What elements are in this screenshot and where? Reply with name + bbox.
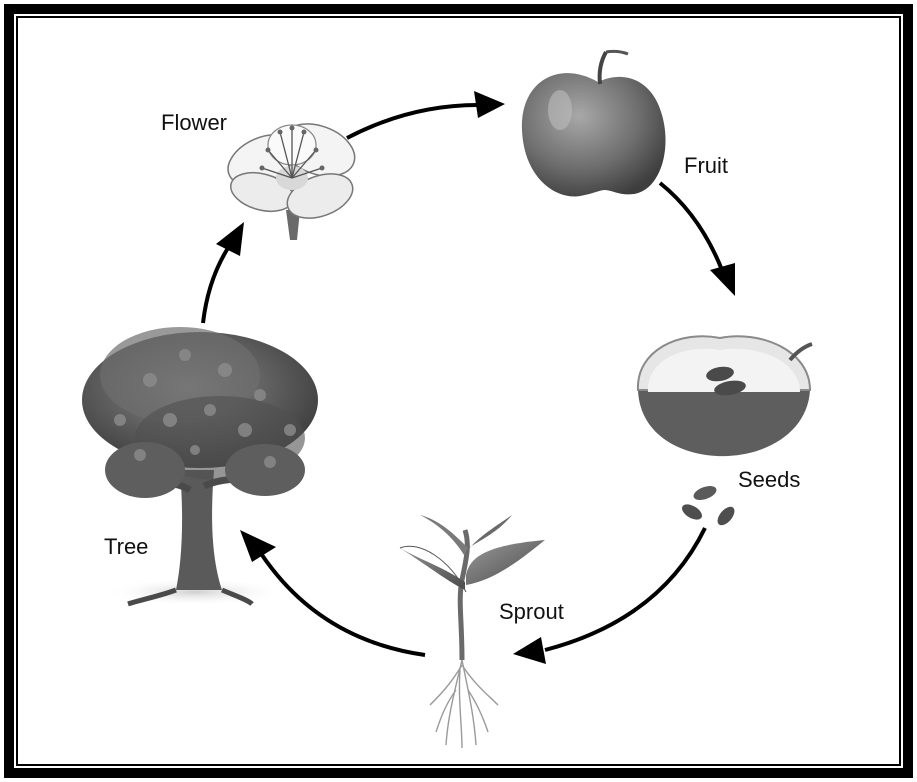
label-fruit: Fruit [684,153,728,179]
arrow-seeds-to-sprout [513,528,705,664]
arrow-tree-to-flower [203,222,244,323]
arrow-flower-to-fruit [347,91,505,138]
label-flower: Flower [161,110,227,136]
label-tree: Tree [104,534,148,560]
seeds-illustration [679,483,737,528]
tree-illustration [82,327,318,606]
half-apple-seeds-illustration [638,336,812,456]
label-sprout: Sprout [499,599,564,625]
flower-illustration [220,114,362,240]
label-seeds: Seeds [738,467,800,493]
sprout-illustration [395,515,545,748]
arrow-fruit-to-seeds [660,183,735,296]
apple-fruit-illustration [522,51,666,196]
